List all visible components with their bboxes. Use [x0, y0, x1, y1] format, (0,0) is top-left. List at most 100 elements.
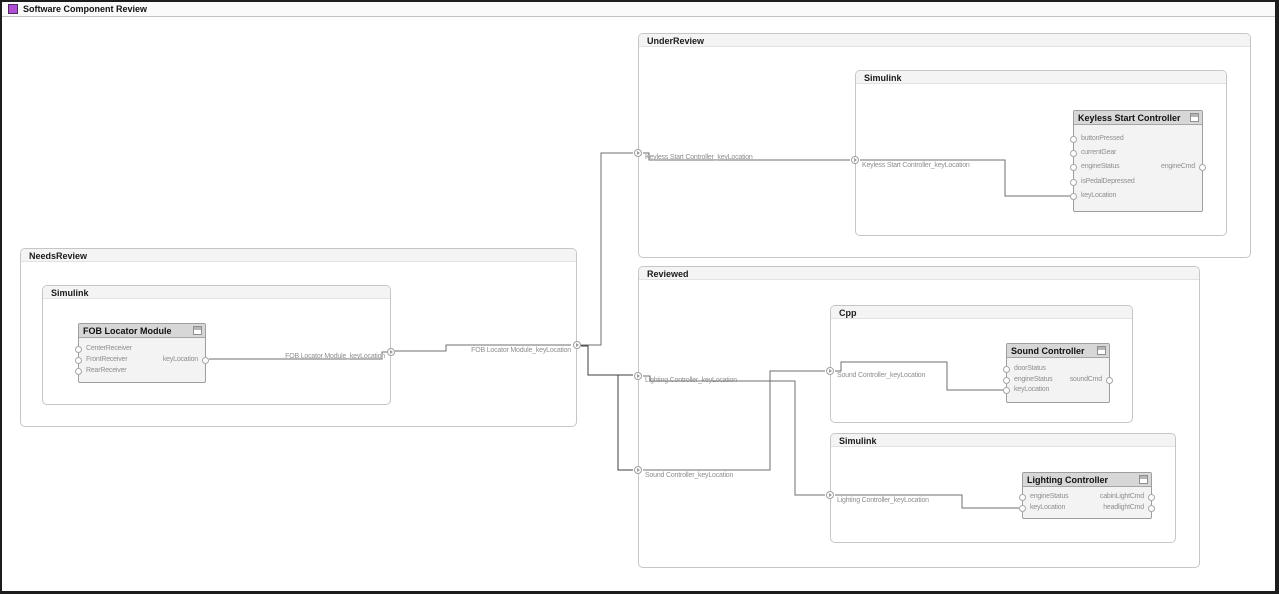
- window-border: [0, 0, 1279, 2]
- input-port-engine-status[interactable]: [1019, 494, 1026, 501]
- port-label: doorStatus: [1014, 365, 1046, 372]
- wire-label-sound: Sound Controller_keyLocation: [645, 472, 734, 479]
- wire-under-review-inner[interactable]: [643, 152, 850, 161]
- port-label: isPedalDepressed: [1081, 178, 1135, 185]
- group-under-review-header: UnderReview: [639, 34, 1250, 47]
- wire-reviewed-to-cpp-edge[interactable]: [643, 370, 825, 471]
- input-port-center-receiver[interactable]: [75, 346, 82, 353]
- component-header: FOB Locator Module: [79, 324, 205, 338]
- port-label: currentGear: [1081, 149, 1117, 156]
- input-port-key-location[interactable]: [1003, 387, 1010, 394]
- group-title: Cpp: [839, 308, 857, 318]
- group-title: Simulink: [51, 288, 89, 298]
- wire-label-lighting: Lighting Controller_keyLocation: [645, 377, 737, 384]
- boundary-port-under-review-key-location[interactable]: [634, 149, 642, 157]
- port-label: engineCmd: [1161, 163, 1195, 170]
- wire-label-fob: FOB Locator Module_keyLocation: [285, 353, 385, 360]
- input-port-key-location[interactable]: [1070, 193, 1077, 200]
- wire-to-sound-key-location[interactable]: [835, 361, 1003, 391]
- wire-label-keyless: Keyless Start Controller_keyLocation: [862, 162, 970, 169]
- model-titlebar: Software Component Review: [2, 2, 1275, 17]
- window-border: [0, 0, 2, 594]
- port-label: headlightCmd: [1103, 504, 1144, 511]
- boundary-port-simulink-key-location[interactable]: [851, 156, 859, 164]
- wire-reviewed-to-simulink-edge[interactable]: [643, 375, 825, 496]
- subsystem-badge-icon: [1139, 475, 1148, 484]
- subsystem-badge-icon: [193, 326, 202, 335]
- port-label: cabinLightCmd: [1099, 493, 1144, 500]
- wire-label-fob: FOB Locator Module_keyLocation: [471, 347, 571, 354]
- group-needs-review-header: NeedsReview: [21, 249, 576, 262]
- input-port-key-location[interactable]: [1019, 505, 1026, 512]
- component-title: Lighting Controller: [1027, 475, 1108, 485]
- boundary-port-reviewed-simulink-key-location[interactable]: [826, 491, 834, 499]
- port-label: buttonPressed: [1081, 135, 1124, 142]
- group-reviewed-simulink[interactable]: Simulink: [830, 433, 1176, 543]
- wire-to-lighting-key-location[interactable]: [835, 494, 1019, 509]
- component-lighting-controller[interactable]: Lighting Controller engineStatus keyLoca…: [1019, 472, 1155, 519]
- group-simulink-header: Simulink: [856, 71, 1226, 84]
- group-cpp-header: Cpp: [831, 306, 1132, 319]
- output-port-key-location[interactable]: [202, 357, 209, 364]
- group-title: Simulink: [864, 73, 902, 83]
- port-label: keyLocation: [162, 356, 198, 363]
- component-fob-locator-module[interactable]: FOB Locator Module CenterReceiver FrontR…: [75, 323, 209, 383]
- window-border: [1275, 0, 1279, 594]
- wire-label-lighting: Lighting Controller_keyLocation: [837, 497, 929, 504]
- component-sound-controller[interactable]: Sound Controller doorStatus engineStatus…: [1003, 343, 1113, 403]
- model-title: Software Component Review: [23, 4, 148, 14]
- model-icon: [8, 4, 18, 14]
- port-label: engineStatus: [1081, 163, 1120, 170]
- component-header: Sound Controller: [1007, 344, 1109, 358]
- group-title: Simulink: [839, 436, 877, 446]
- input-port-engine-status[interactable]: [1070, 164, 1077, 171]
- boundary-port-reviewed-sound-key-location[interactable]: [634, 466, 642, 474]
- boundary-port-needs-review-key-location[interactable]: [573, 341, 581, 349]
- wire-to-reviewed-sound[interactable]: [588, 374, 633, 471]
- wire-to-keyless-key-location[interactable]: [860, 159, 1070, 197]
- group-title: Reviewed: [647, 269, 689, 279]
- port-label: RearReceiver: [86, 367, 127, 374]
- input-port-button-pressed[interactable]: [1070, 136, 1077, 143]
- port-label: CenterReceiver: [86, 345, 132, 352]
- output-port-cabin-light-cmd[interactable]: [1148, 494, 1155, 501]
- wire-label-keyless: Keyless Start Controller_keyLocation: [645, 154, 753, 161]
- boundary-port-reviewed-lighting-key-location[interactable]: [634, 372, 642, 380]
- output-port-engine-cmd[interactable]: [1199, 164, 1206, 171]
- input-port-front-receiver[interactable]: [75, 357, 82, 364]
- input-port-current-gear[interactable]: [1070, 150, 1077, 157]
- output-port-sound-cmd[interactable]: [1106, 377, 1113, 384]
- port-label: FrontReceiver: [86, 356, 128, 363]
- output-port-headlight-cmd[interactable]: [1148, 505, 1155, 512]
- input-port-is-pedal-depressed[interactable]: [1070, 179, 1077, 186]
- boundary-port-cpp-key-location[interactable]: [826, 367, 834, 375]
- component-header: Lighting Controller: [1023, 473, 1151, 487]
- input-port-door-status[interactable]: [1003, 366, 1010, 373]
- wire-simulink-edge-to-needs-review-edge[interactable]: [395, 344, 571, 352]
- input-port-rear-receiver[interactable]: [75, 368, 82, 375]
- wire-fob-to-simulink-edge[interactable]: [209, 351, 387, 360]
- component-title: Sound Controller: [1011, 346, 1085, 356]
- component-keyless-start-controller[interactable]: Keyless Start Controller buttonPressed c…: [1070, 110, 1206, 212]
- subsystem-badge-icon: [1190, 113, 1199, 122]
- port-label: keyLocation: [1030, 504, 1066, 511]
- boundary-port-needs-simulink-key-location[interactable]: [387, 348, 395, 356]
- wire-label-sound: Sound Controller_keyLocation: [837, 372, 926, 379]
- subsystem-badge-icon: [1097, 346, 1106, 355]
- port-label: engineStatus: [1030, 493, 1069, 500]
- window-border: [0, 591, 1279, 594]
- component-title: Keyless Start Controller: [1078, 113, 1181, 123]
- group-simulink-header: Simulink: [43, 286, 390, 299]
- port-label: keyLocation: [1014, 386, 1050, 393]
- wire-to-reviewed-lighting[interactable]: [581, 345, 633, 376]
- group-simulink-header: Simulink: [831, 434, 1175, 447]
- component-title: FOB Locator Module: [83, 326, 172, 336]
- group-reviewed-header: Reviewed: [639, 267, 1199, 280]
- group-title: UnderReview: [647, 36, 705, 46]
- group-title: NeedsReview: [29, 251, 88, 261]
- port-label: engineStatus: [1014, 376, 1053, 383]
- input-port-engine-status[interactable]: [1003, 377, 1010, 384]
- wire-to-under-review[interactable]: [579, 152, 633, 346]
